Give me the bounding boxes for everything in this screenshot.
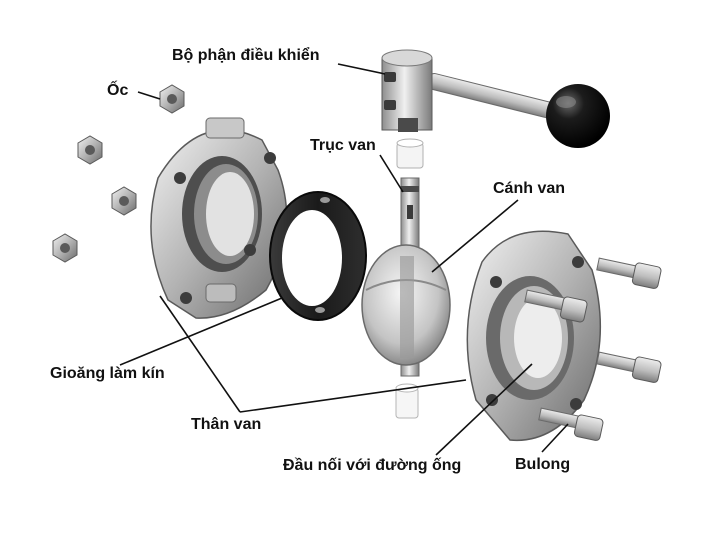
leader-seal [119, 297, 283, 366]
nut-4 [52, 233, 78, 263]
bolt-4 [538, 407, 604, 441]
label-bolt: Bulong [515, 456, 571, 473]
right-pipe-flange [466, 230, 602, 442]
nut-3 [111, 186, 137, 216]
leader-body-b [239, 379, 467, 413]
bolt-2 [524, 289, 588, 323]
label-pipe-connector: Đầu nối với đường ống [283, 457, 462, 474]
left-body-flange [150, 117, 288, 319]
label-nut: Ốc [107, 82, 129, 99]
label-body: Thân van [191, 416, 262, 433]
label-controller: Bộ phận điều khiển [172, 47, 320, 64]
label-stem: Trục van [310, 137, 376, 154]
leader-disc [431, 199, 519, 273]
nut-2 [77, 135, 103, 165]
valve-disc [361, 244, 451, 366]
nut-1 [159, 84, 185, 114]
rubber-gasket [269, 191, 367, 321]
label-disc: Cánh van [493, 180, 566, 197]
leader-body-a [159, 295, 241, 413]
bolt-1 [596, 257, 662, 289]
bolt-3 [596, 351, 662, 383]
label-seal: Gioăng làm kín [50, 365, 165, 382]
leader-controller [337, 63, 386, 75]
control-handle [381, 49, 610, 148]
leader-pipe [435, 363, 533, 456]
leader-bolt [541, 423, 569, 453]
leader-lines [119, 63, 569, 456]
leader-stem [379, 154, 404, 193]
leader-nut [137, 91, 161, 100]
